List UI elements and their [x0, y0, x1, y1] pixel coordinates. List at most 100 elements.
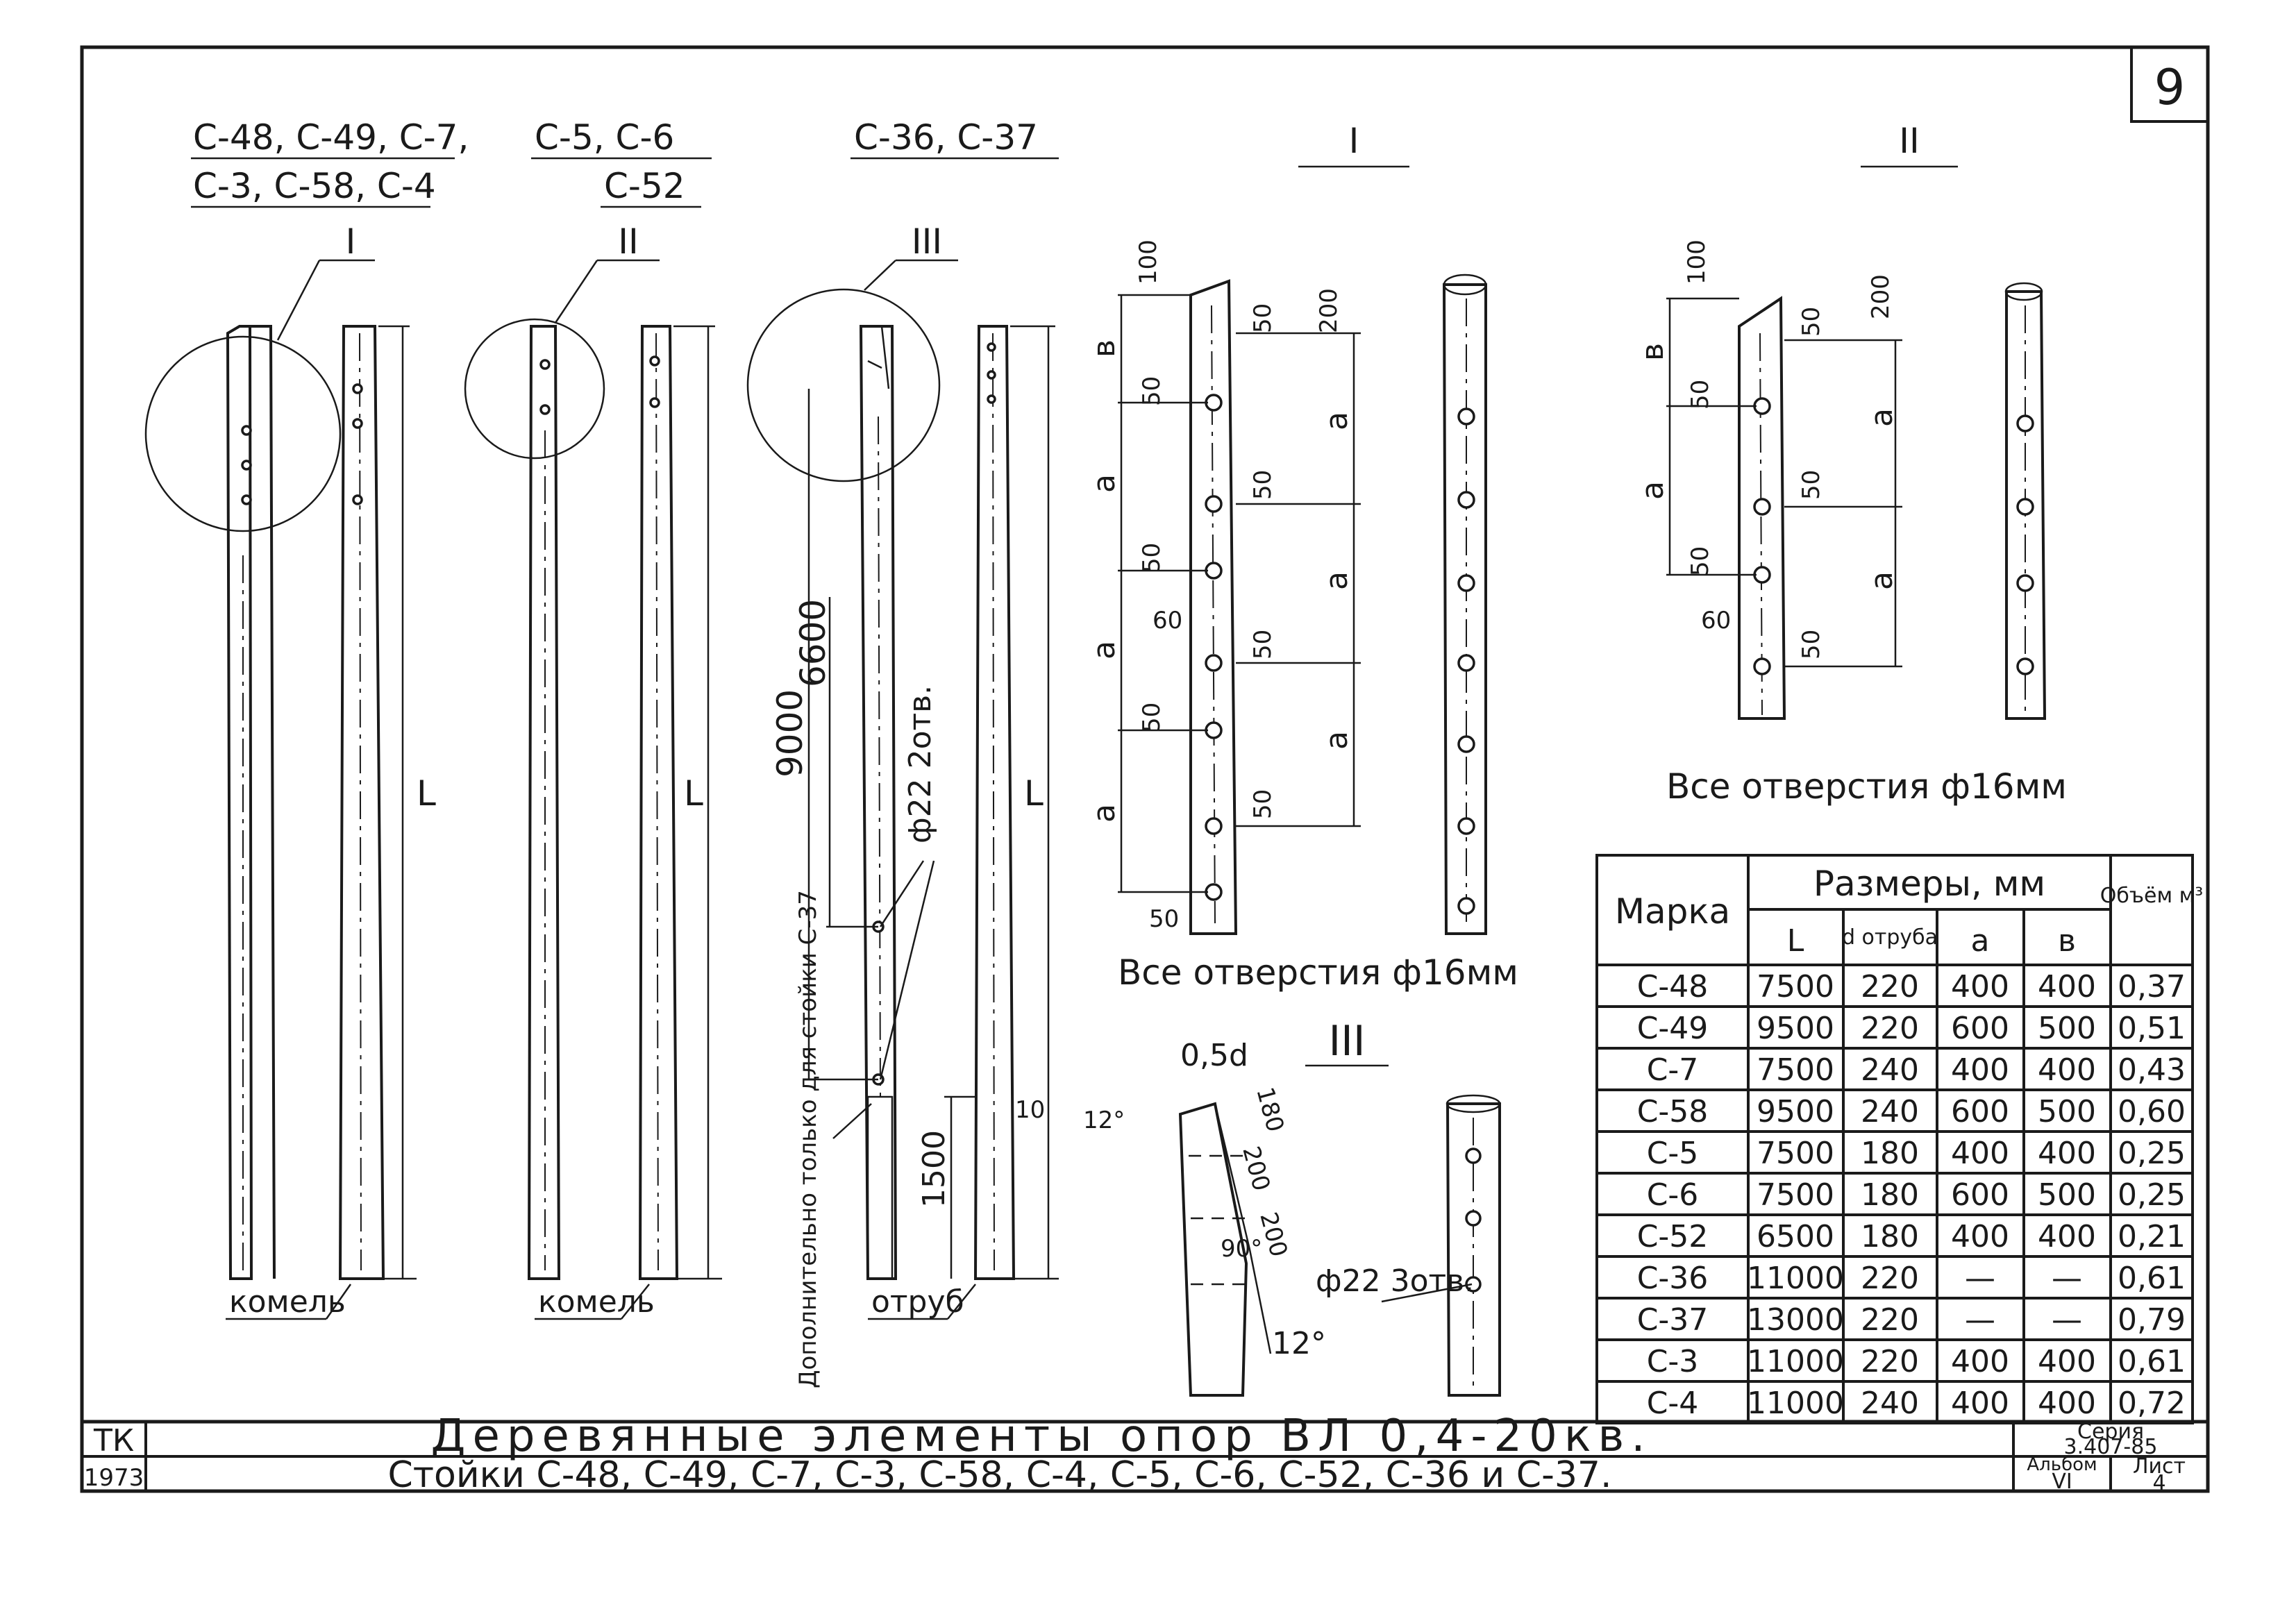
table-header-marka: Марка — [1615, 891, 1730, 932]
d1-dim-50-b: 50 — [1138, 543, 1166, 573]
detail2-front-pole — [2005, 290, 2047, 720]
table-cell: 180 — [1861, 1136, 1919, 1171]
table-cell: 400 — [1951, 1052, 2009, 1088]
callout-label-3: III — [912, 221, 942, 262]
table-cell: 400 — [2038, 1052, 2096, 1088]
table-cell: 7500 — [1757, 1136, 1834, 1171]
d3-dim-200a: 200 — [1237, 1143, 1275, 1194]
table-cell: 0,61 — [2118, 1344, 2186, 1379]
drawing-title: Деревянные элементы опор ВЛ 0,4-20кв. — [430, 1411, 1652, 1462]
d1-dim-50-d: 50 — [1149, 905, 1179, 933]
table-cell: 400 — [2038, 1136, 2096, 1171]
detail-1: в а а а 100 50 50 50 50 60 200 а а а 50 … — [1087, 239, 1518, 993]
butt-label-2: комель — [538, 1284, 655, 1320]
table-header-sizes: Размеры, мм — [1813, 864, 2045, 904]
table-cell: 240 — [1861, 1094, 1919, 1129]
table-cell: 0,25 — [2118, 1177, 2186, 1213]
page-number: 9 — [2154, 59, 2186, 116]
group3-poles: III L 9000 6600 ф22 2отв. Дополнительно … — [746, 221, 1059, 1388]
table-cell: 0,60 — [2118, 1094, 2186, 1129]
table-cell: 0,43 — [2118, 1052, 2186, 1088]
album-value: VI — [2052, 1470, 2072, 1494]
d1-dim-a-left1: а — [1087, 474, 1122, 493]
table-sub-a: а — [1971, 923, 1990, 959]
table-cell: С-49 — [1637, 1011, 1709, 1046]
dim-L-2: L — [684, 773, 703, 814]
table-cell: 0,51 — [2118, 1011, 2186, 1046]
table-cell: 6500 — [1757, 1219, 1834, 1254]
d1-dim-50-g: 50 — [1249, 630, 1277, 659]
table-cell: 400 — [2038, 1386, 2096, 1421]
table-cell: С-58 — [1637, 1094, 1709, 1129]
table-cell: — — [1965, 1261, 1995, 1296]
detail1-front-pole — [1442, 283, 1487, 935]
dim-10: 10 — [1015, 1096, 1045, 1124]
d2-dim-50-d: 50 — [1798, 470, 1825, 500]
table-cell: С-37 — [1637, 1302, 1709, 1338]
d3-dim-12b: 12° — [1272, 1326, 1326, 1361]
d1-dim-a-left3: а — [1087, 804, 1122, 823]
table-cell: 7500 — [1757, 1177, 1834, 1213]
album-label: Альбом — [2027, 1454, 2097, 1475]
d3-dim-05d: 0,5d — [1180, 1038, 1248, 1073]
table-cell: 180 — [1861, 1177, 1919, 1213]
dim-L-1: L — [417, 773, 436, 814]
table-sub-L: L — [1787, 923, 1804, 959]
d2-dim-a-right1: а — [1864, 408, 1900, 427]
detail2-side-pole — [1738, 296, 1786, 720]
table-cell: 600 — [1951, 1094, 2009, 1129]
table-cell: С-52 — [1637, 1219, 1709, 1254]
table-cell: 220 — [1861, 1011, 1919, 1046]
table-cell: С-3 — [1647, 1344, 1699, 1379]
table-cell: С-7 — [1647, 1052, 1699, 1088]
table-cell: 7500 — [1757, 969, 1834, 1004]
table-cell: 13000 — [1747, 1302, 1844, 1338]
hole-note-c36: ф22 2отв. — [903, 685, 938, 843]
d2-dim-b: в — [1635, 343, 1670, 361]
detail-2: в а 100 50 50 60 200 а а 50 50 50 Все от… — [1635, 239, 2067, 807]
d3-dim-90: 90° — [1221, 1235, 1262, 1263]
series-value: 3.407-85 — [2064, 1435, 2158, 1459]
d2-dim-200: 200 — [1867, 274, 1895, 319]
d2-dim-60: 60 — [1701, 607, 1731, 634]
table-cell: 400 — [1951, 1219, 2009, 1254]
d1-dim-50-e: 50 — [1249, 303, 1277, 333]
table-cell: С-48 — [1637, 969, 1709, 1004]
detail3-front-pole — [1446, 1102, 1501, 1397]
group1-line1: С-48, С-49, С-7, — [193, 117, 469, 158]
d2-dim-50-e: 50 — [1798, 630, 1825, 659]
org-code: ТК — [93, 1423, 134, 1458]
d1-dim-100: 100 — [1134, 239, 1162, 285]
title-block: ТК 1973 Деревянные элементы опор ВЛ 0,4-… — [82, 1411, 2208, 1496]
group-labels: С-48, С-49, С-7, С-3, С-58, С-4 С-5, С-6… — [191, 117, 1958, 208]
top-end-label: отруб — [871, 1284, 964, 1320]
table-cell: — — [2052, 1261, 2082, 1296]
table-cell: 9500 — [1757, 1011, 1834, 1046]
d1-dim-200: 200 — [1315, 288, 1343, 333]
group3-label: С-36, С-37 — [854, 117, 1038, 158]
table-cell: 220 — [1861, 1344, 1919, 1379]
table-cell: 0,72 — [2118, 1386, 2186, 1421]
detail-3: III 0,5d 12° 12° 90° 180 200 200 ф22 3от… — [1083, 1017, 1501, 1397]
d1-dim-a-right1: а — [1319, 412, 1355, 430]
table-cell: 11000 — [1747, 1261, 1844, 1296]
pole-2-side — [527, 325, 561, 1280]
dim-6600: 6600 — [793, 599, 833, 687]
d3-dim-180: 180 — [1250, 1084, 1289, 1135]
group1-line2: С-3, С-58, С-4 — [193, 166, 436, 206]
detail1-side-pole — [1189, 279, 1238, 935]
d3-hole-note: ф22 3отв. — [1316, 1263, 1474, 1299]
d1-all-holes-note: Все отверстия ф16мм — [1118, 952, 1518, 993]
table-cell: — — [2052, 1302, 2082, 1338]
d1-dim-50-c: 50 — [1138, 703, 1166, 732]
dim-9000: 9000 — [770, 689, 810, 777]
table-cell: 7500 — [1757, 1052, 1834, 1088]
d2-dim-a-left: а — [1635, 481, 1670, 500]
d3-dim-12a: 12° — [1083, 1107, 1125, 1134]
callout-circle-3 — [746, 288, 941, 482]
table-cell: 0,37 — [2118, 969, 2186, 1004]
table-cell: 11000 — [1747, 1344, 1844, 1379]
d1-dim-a-right2: а — [1319, 571, 1355, 590]
table-cell: 400 — [1951, 1344, 2009, 1379]
series-label: Серия — [2077, 1420, 2144, 1444]
